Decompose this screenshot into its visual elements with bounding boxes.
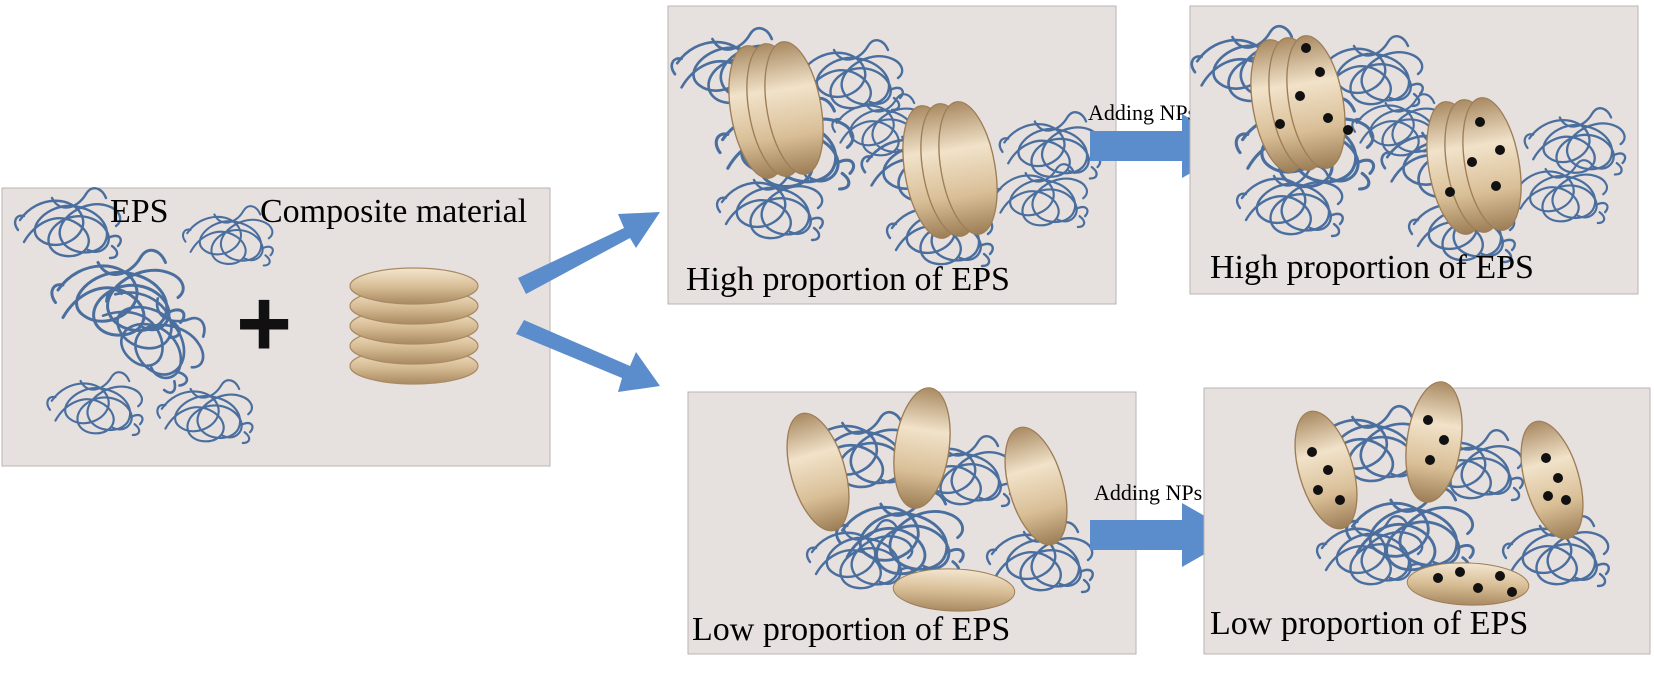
panel-high-before: High proportion of EPS [667, 5, 1117, 305]
adding-nps-label-bottom: Adding NPs [1094, 480, 1202, 505]
nanoparticles-high-after [1275, 43, 1505, 197]
panel-low-before: Low proportion of EPS [687, 383, 1137, 655]
caption-high-before: High proportion of EPS [686, 261, 1010, 298]
caption-low-before: Low proportion of EPS [692, 611, 1010, 648]
adding-nps-label-top: Adding NPs [1088, 100, 1196, 125]
eps-label: EPS [110, 193, 169, 230]
split-arrow-down [516, 320, 660, 392]
panel-high-after: High proportion of EPS [1189, 5, 1639, 295]
panel-low-after: Low proportion of EPS [1203, 377, 1651, 655]
split-arrow-up [518, 212, 660, 294]
caption-high-after: High proportion of EPS [1210, 249, 1534, 286]
nanoparticles-low-after [1307, 415, 1571, 597]
plus-sign: + [236, 270, 292, 377]
composite-material-label: Composite material [260, 193, 527, 230]
panel-start: EPS Composite material + [1, 187, 551, 467]
composite-disc-stack [349, 267, 479, 385]
caption-low-after: Low proportion of EPS [1210, 605, 1528, 642]
adding-nps-arrow-bottom: Adding NPs [1090, 480, 1238, 567]
